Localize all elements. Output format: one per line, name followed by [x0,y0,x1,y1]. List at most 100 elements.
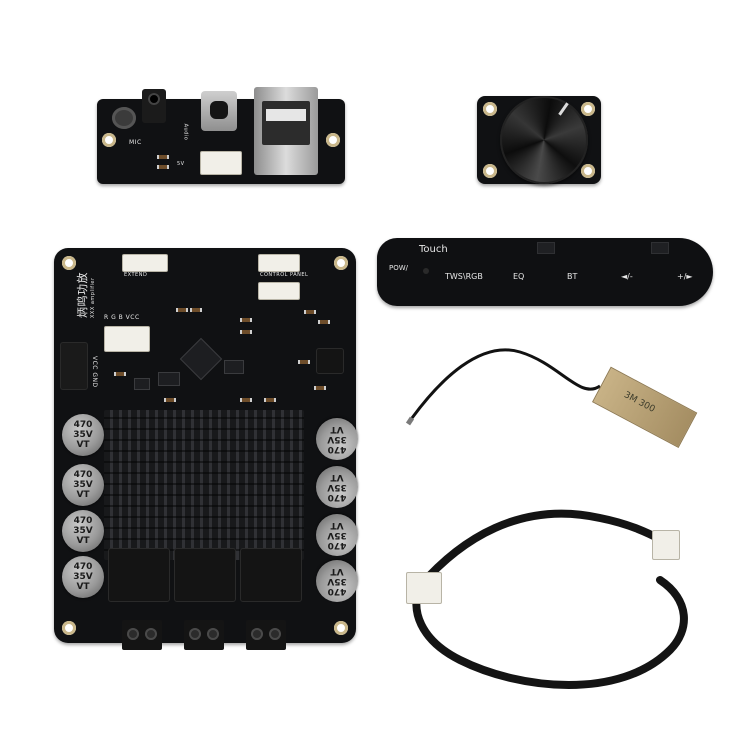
cap-value: 470 [327,492,347,502]
mount-hole [102,133,116,147]
microphone [112,107,136,129]
volume-up-button[interactable]: +/► [677,272,693,281]
cable-connector [652,530,680,560]
cap-series: VT [330,424,344,434]
touch-sensor [537,242,555,254]
volume-knob[interactable] [500,96,588,184]
capacitor: 470 35V VT [62,556,104,598]
cap-voltage: 35V [73,430,93,440]
cap-voltage: 35V [327,434,347,444]
cap-value: 470 [73,516,93,526]
cap-series: VT [76,440,90,450]
inductor [316,348,344,374]
smd-component [164,398,176,402]
ic-chip [134,378,150,390]
antenna-tape-label: 3M 300 [622,390,657,415]
inductor [240,548,302,602]
smd-component [240,398,252,402]
knob-indicator [558,102,569,116]
capacitor: 470 35V VT [316,466,358,508]
cap-series: VT [330,472,344,482]
brand-subtext: XXX amplifier [90,277,96,318]
ribbon-connector [200,151,242,175]
brand-text: 炳鸣功放 [76,272,89,318]
smd-component [176,308,188,312]
bt-button[interactable]: BT [567,272,578,281]
smd-component [304,310,316,314]
cap-voltage: 35V [327,530,347,540]
mount-hole [483,102,497,116]
mount-hole [483,164,497,178]
5v-label: 5V [177,161,185,167]
inductor [174,548,236,602]
speaker-terminal[interactable] [246,620,286,650]
cap-voltage: 35V [73,480,93,490]
mount-hole [581,164,595,178]
audio-jack[interactable] [142,89,166,123]
amplifier-board: 炳鸣功放 XXX amplifier EXTEND CONTROL PANEL … [54,248,358,650]
touch-panel: Touch POW/ TWS\RGB EQ BT ◄/- +/► [377,238,713,306]
audio-label: Audio [182,123,189,141]
inductor [108,548,170,602]
cap-series: VT [76,536,90,546]
secondary-connector [258,282,300,300]
cap-voltage: 35V [73,526,93,536]
cap-value: 470 [327,444,347,454]
cap-value: 470 [327,540,347,550]
cap-value: 470 [73,420,93,430]
smd-component [157,155,169,159]
usb-c-port[interactable] [201,91,237,131]
heatsink [104,410,304,560]
capacitor: 470 35V VT [316,560,358,602]
smd-component [318,320,330,324]
cap-series: VT [76,490,90,500]
usb-a-port[interactable] [254,87,318,175]
mount-hole [334,621,348,635]
mount-hole [326,133,340,147]
touch-sensor [651,242,669,254]
cap-value: 470 [327,586,347,596]
mount-hole [334,256,348,270]
capacitor: 470 35V VT [62,464,104,506]
speaker-terminal[interactable] [184,620,224,650]
rgb-connector [104,326,150,352]
mount-hole [62,256,76,270]
cap-value: 470 [73,562,93,572]
capacitor: 470 35V VT [316,514,358,556]
eq-button[interactable]: EQ [513,272,525,281]
ic-chip [158,372,180,386]
speaker-terminal[interactable] [122,620,162,650]
control-panel-label: CONTROL PANEL [260,272,309,278]
cap-series: VT [330,520,344,530]
capacitor: 470 35V VT [316,418,358,460]
cap-value: 470 [73,470,93,480]
volume-down-button[interactable]: ◄/- [621,272,633,281]
smd-component [240,330,252,334]
pow-button[interactable]: POW/ [389,264,409,272]
smd-component [314,386,326,390]
tws-rgb-button[interactable]: TWS\RGB [445,272,483,281]
extend-label: EXTEND [124,272,148,278]
control-panel-connector [258,254,300,272]
extend-connector [122,254,168,272]
vcc-gnd-label: VCC GND [91,356,98,388]
rgb-label: R G B VCC [104,314,140,321]
smd-component [190,308,202,312]
ic-chip [224,360,244,374]
capacitor: 470 35V VT [62,414,104,456]
touch-title: Touch [419,244,448,255]
smd-component [157,165,169,169]
io-board: MIC Audio 5V [97,87,345,184]
power-terminal[interactable] [60,342,88,390]
cap-voltage: 35V [73,572,93,582]
mount-hole [581,102,595,116]
mic-label: MIC [129,139,142,146]
capacitor: 470 35V VT [62,510,104,552]
smd-component [114,372,126,376]
cap-voltage: 35V [327,482,347,492]
cap-voltage: 35V [327,576,347,586]
smd-component [298,360,310,364]
smd-component [264,398,276,402]
smd-component [240,318,252,322]
mount-hole [62,621,76,635]
